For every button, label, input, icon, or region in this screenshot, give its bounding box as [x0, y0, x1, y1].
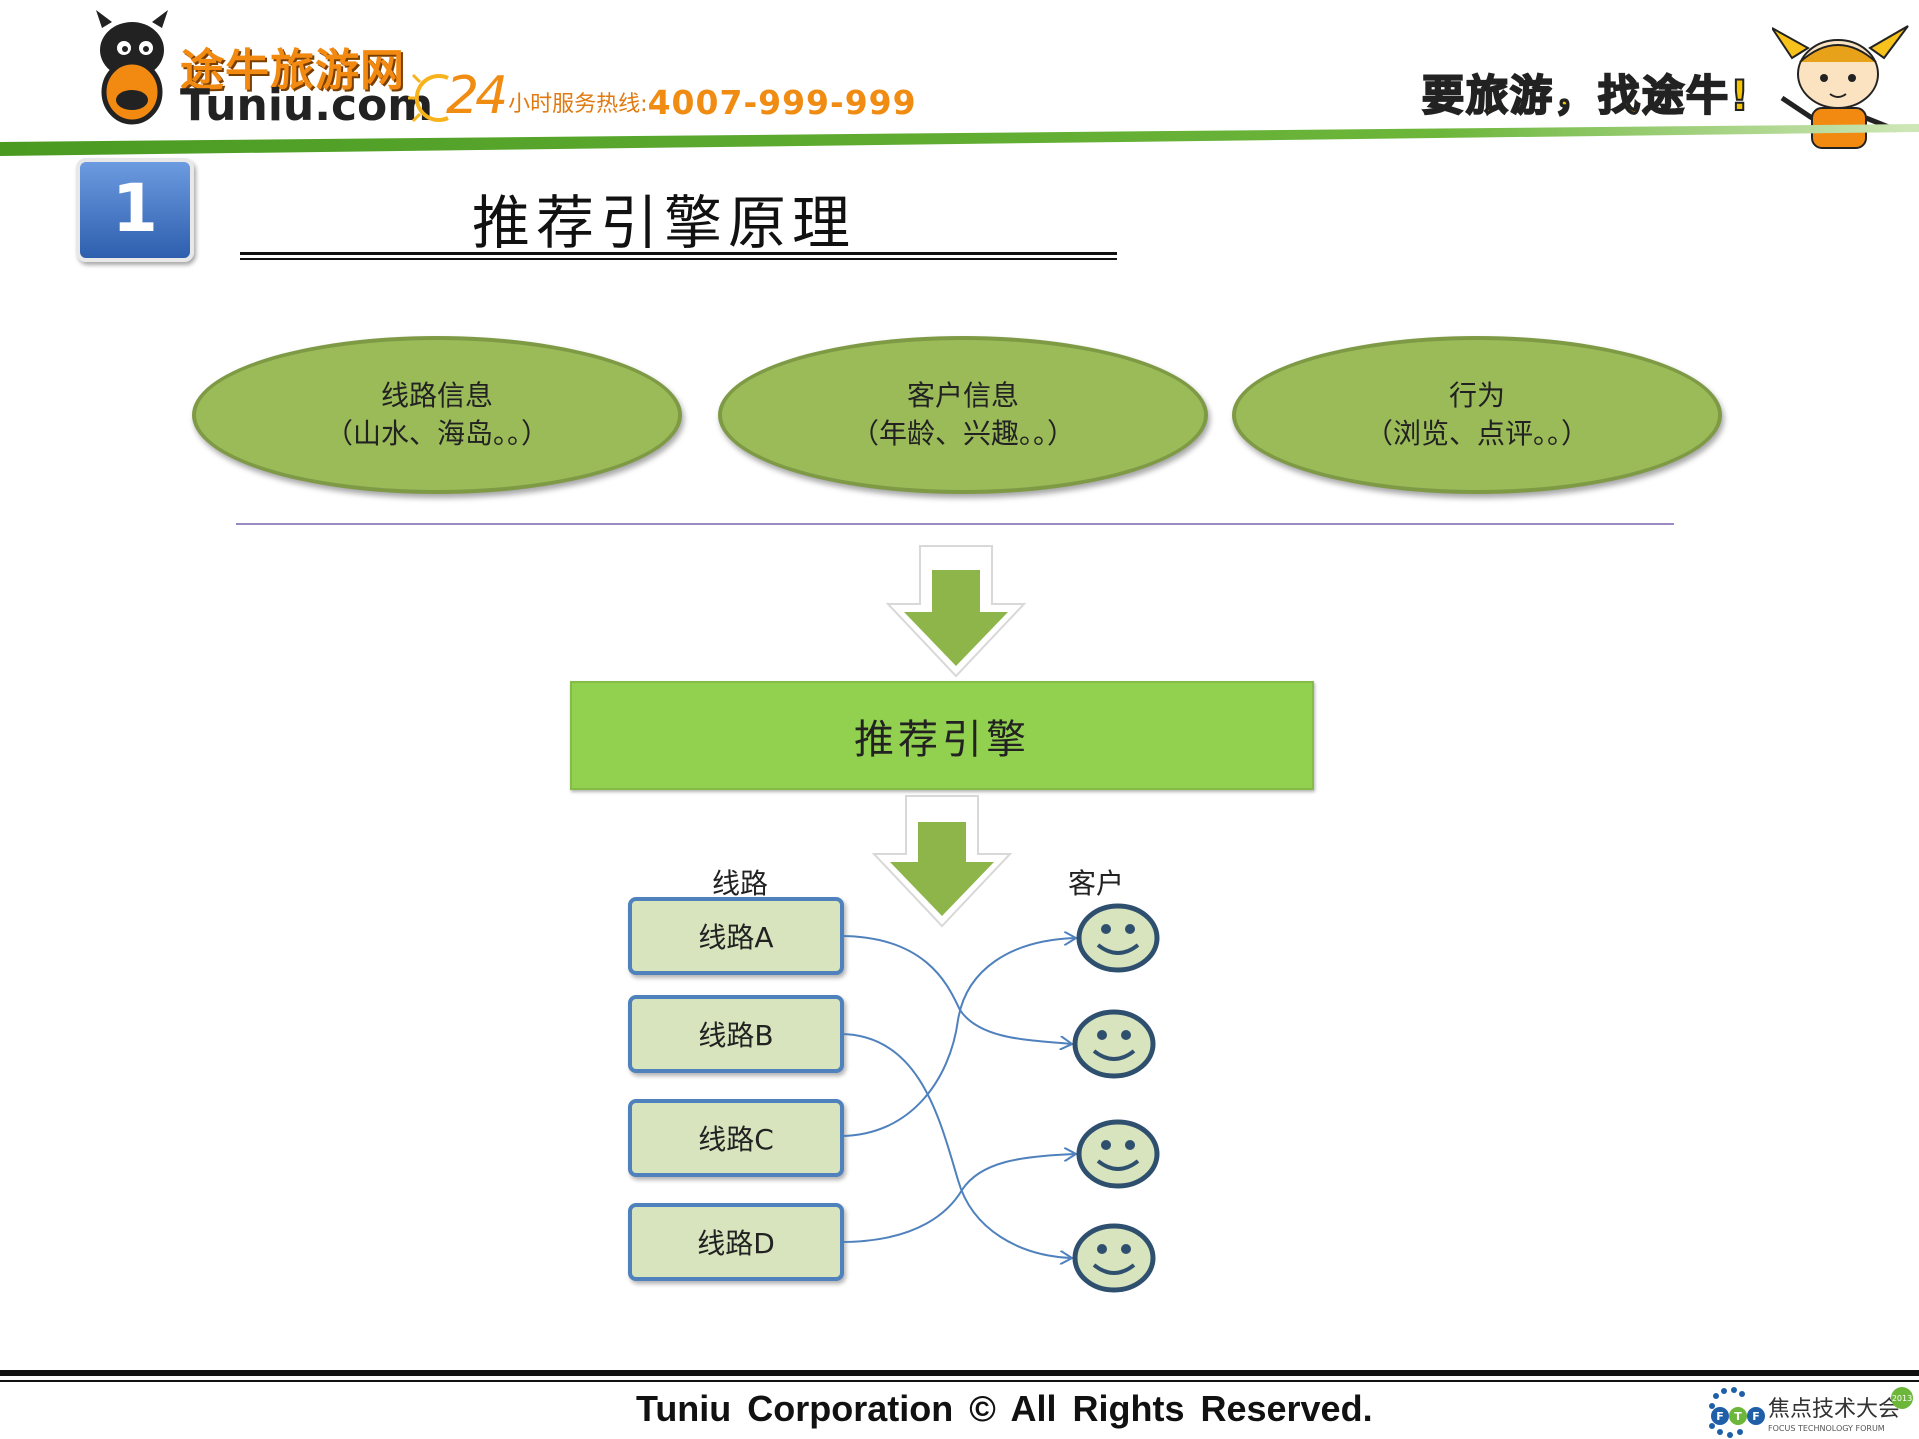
connector-route-b [839, 1033, 1072, 1258]
copyright-text: Tuniu Corporation © All Rights Reserved. [636, 1388, 1373, 1429]
svg-text:T: T [1734, 1410, 1742, 1423]
customer-smiley-icon [1076, 1119, 1160, 1189]
input-oval-customer-info: 客户信息 （年龄、兴趣。。） [718, 336, 1208, 494]
section-number-badge: 1 [76, 158, 194, 262]
connector-route-a [839, 935, 1072, 1044]
title-underline-secondary [240, 258, 1117, 260]
routes-column-label: 线路 [712, 867, 769, 900]
forum-year: 2013 [1892, 1394, 1912, 1403]
header-green-band [0, 124, 1919, 156]
section-divider [236, 523, 1674, 525]
recommendation-engine-box: 推荐引擎 [570, 681, 1314, 790]
hotline-24: 24 [446, 66, 508, 126]
forum-chinese-name: 焦点技术大会 [1768, 1397, 1900, 1422]
customer-smiley-icon [1076, 903, 1160, 973]
customer-smiley-icon [1072, 1223, 1156, 1293]
down-arrow-icon [871, 795, 1013, 928]
tuniu-cow-logo-icon [96, 10, 168, 125]
customer-smiley-icon [1072, 1009, 1156, 1079]
title-underline [240, 252, 1117, 255]
customers-column-label: 客户 [1068, 867, 1125, 900]
hotline-number: 4007-999-999 [647, 83, 917, 122]
route-box: 线路D [628, 1203, 844, 1281]
oval-detail: （浏览、点评。。） [1364, 417, 1589, 450]
ftf-forum-logo-icon: F T F 焦点技术大会 FOCUS TECHNOLOGY FORUM 2013 [1709, 1387, 1913, 1438]
brand-chinese-name: 途牛旅游网 [180, 45, 405, 96]
route-box: 线路A [628, 897, 844, 975]
footer-rule-secondary [0, 1380, 1919, 1382]
oval-title: 线路信息 [380, 379, 493, 412]
brand-english-name: Tuniu.com [180, 80, 434, 131]
oval-detail: （山水、海岛。。） [324, 417, 549, 450]
oval-title: 行为 [1448, 379, 1505, 412]
hotline-label: 小时服务热线: [508, 92, 648, 117]
down-arrow-icon [885, 545, 1027, 678]
oval-title: 客户信息 [906, 379, 1019, 412]
oval-detail: （年龄、兴趣。。） [850, 417, 1075, 450]
mascot-icon [1772, 25, 1909, 149]
footer-rule [0, 1370, 1919, 1376]
input-oval-behavior: 行为 （浏览、点评。。） [1232, 336, 1722, 494]
page-title: 推荐引擎原理 [472, 189, 857, 257]
connector-route-c [839, 938, 1076, 1137]
connector-route-d [839, 1154, 1076, 1243]
hotline: 24 小时服务热线: 4007-999-999 [408, 62, 917, 122]
input-oval-route-info: 线路信息 （山水、海岛。。） [192, 336, 682, 494]
svg-text:F: F [1752, 1410, 1760, 1423]
route-box: 线路B [628, 995, 844, 1073]
sun-icon [408, 73, 449, 123]
slogan: 要旅游，找途牛! [1421, 70, 1752, 121]
forum-english-name: FOCUS TECHNOLOGY FORUM [1768, 1424, 1885, 1433]
route-box: 线路C [628, 1099, 844, 1177]
svg-text:F: F [1716, 1410, 1724, 1423]
